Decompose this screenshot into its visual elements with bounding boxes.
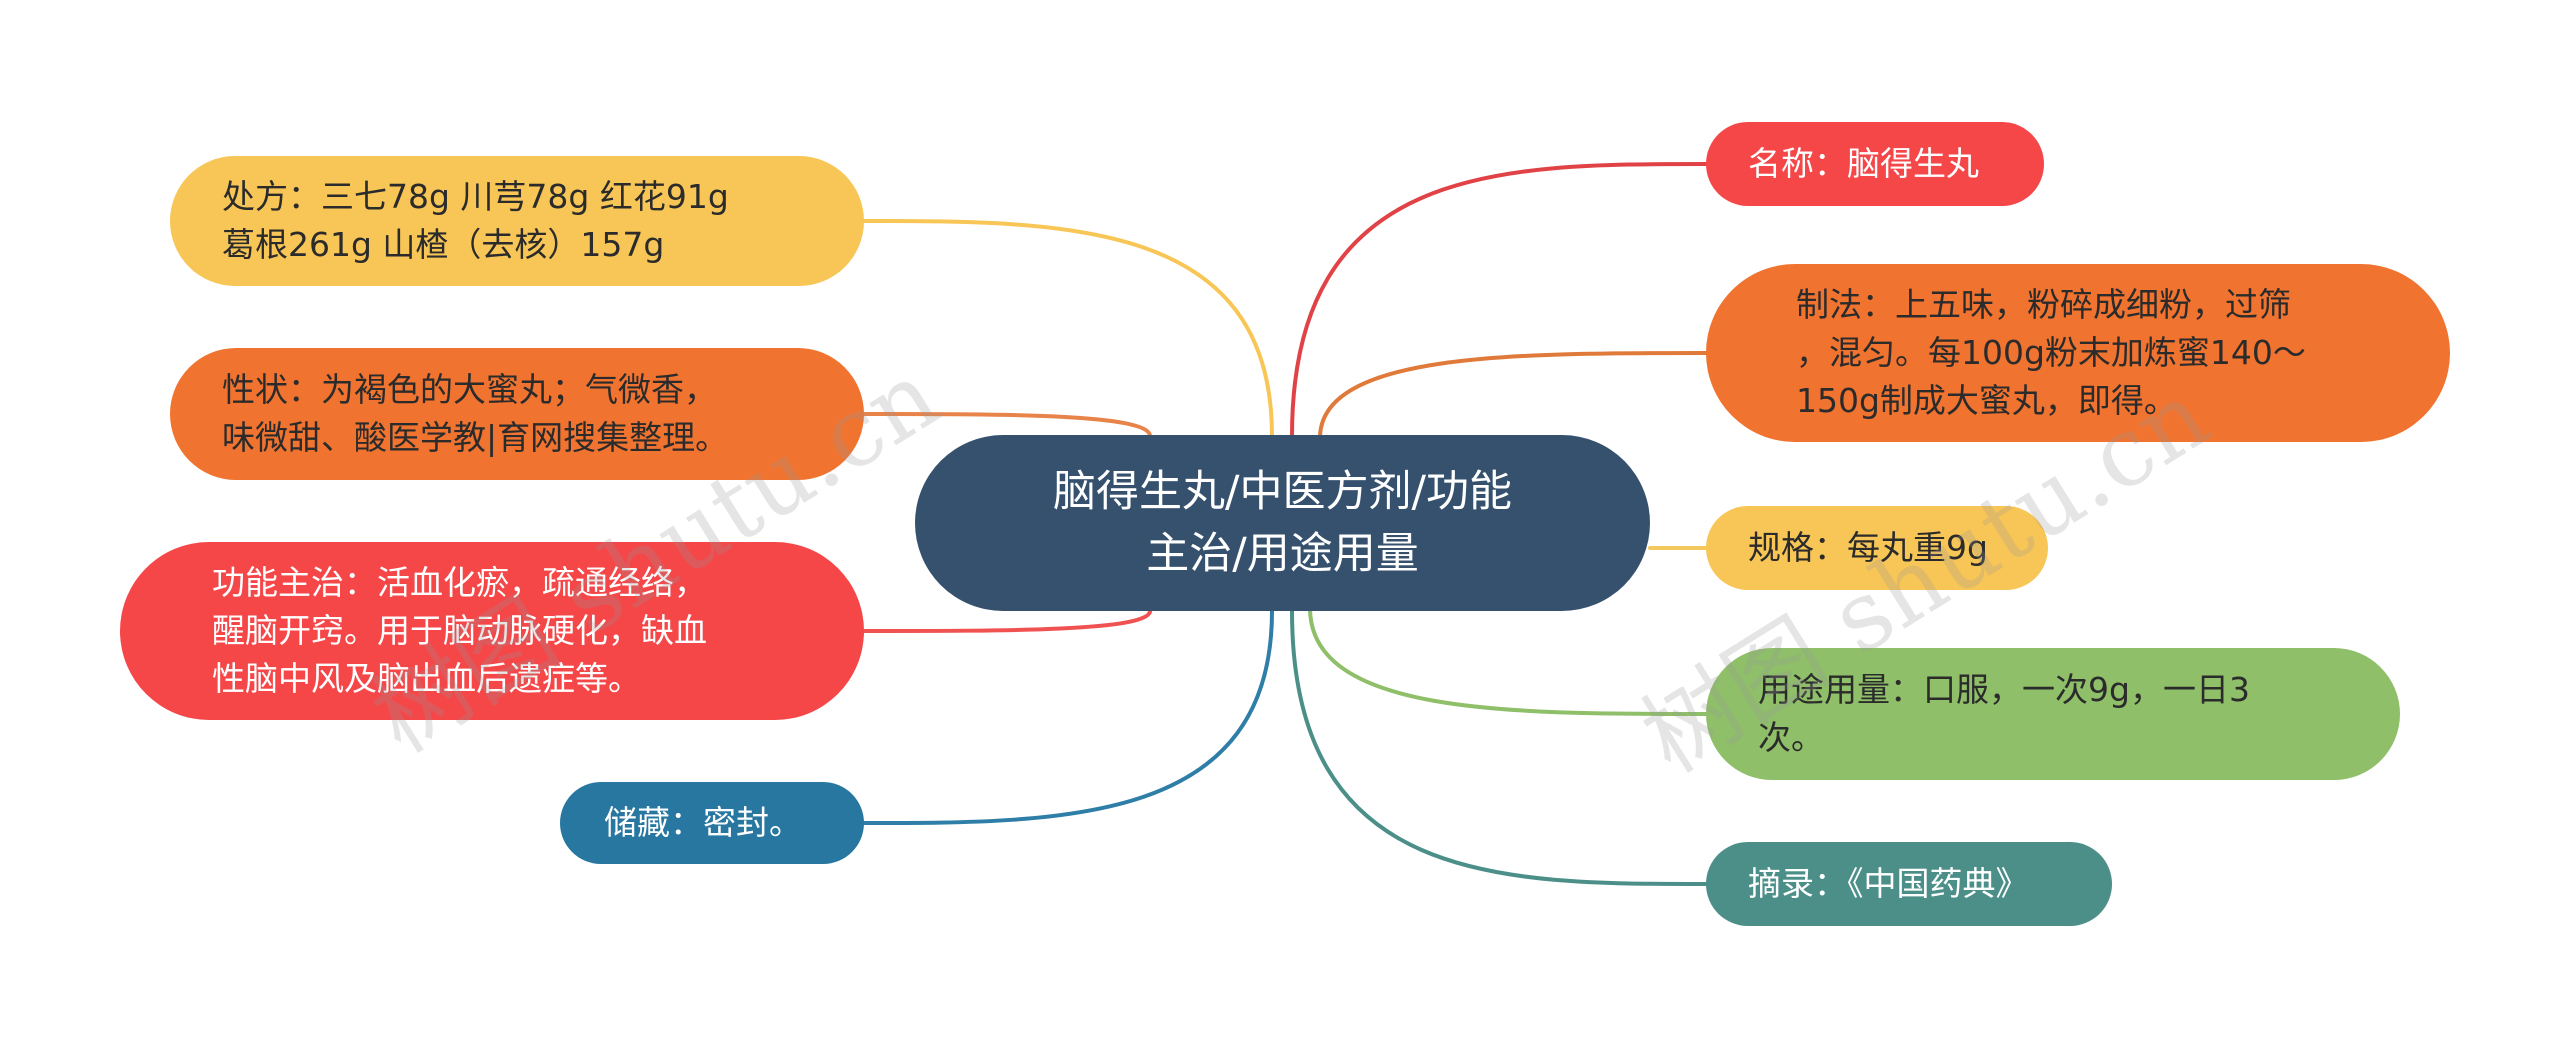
topic-properties[interactable]: 性状：为褐色的大蜜丸；气微香， 味微甜、酸医学教|育网搜集整理。 [170, 348, 864, 480]
connector-yongtu [1308, 606, 1708, 716]
topic-name[interactable]: 名称：脑得生丸 [1706, 122, 2044, 206]
connector-chufang [862, 219, 1274, 438]
topic-prescription[interactable]: 处方：三七78g 川芎78g 红花91g 葛根261g 山楂（去核）157g [170, 156, 864, 286]
topic-indications[interactable]: 功能主治：活血化瘀，疏通经络， 醒脑开窍。用于脑动脉硬化，缺血 性脑中风及脑出血… [120, 542, 864, 720]
topic-preparation-label: 制法：上五味，粉碎成细粉，过筛 ，混匀。每100g粉末加炼蜜140～ 150g制… [1796, 285, 2306, 420]
connector-zhailu [1290, 609, 1708, 886]
topic-name-label: 名称：脑得生丸 [1748, 144, 1979, 183]
topic-specification-label: 规格：每丸重9g [1748, 528, 1988, 567]
topic-storage-label: 储藏：密封。 [604, 803, 802, 842]
topic-prescription-label: 处方：三七78g 川芎78g 红花91g 葛根261g 山楂（去核）157g [222, 177, 729, 264]
topic-dosage[interactable]: 用途用量：口服，一次9g，一日3 次。 [1706, 648, 2400, 780]
connector-mingcheng [1290, 162, 1708, 438]
central-topic-label: 脑得生丸/中医方剂/功能 主治/用途用量 [1053, 467, 1512, 579]
connector-chucang [862, 609, 1274, 825]
topic-source[interactable]: 摘录：《中国药典》 [1706, 842, 2112, 926]
topic-specification[interactable]: 规格：每丸重9g [1706, 506, 2048, 590]
topic-indications-label: 功能主治：活血化瘀，疏通经络， 醒脑开窍。用于脑动脉硬化，缺血 性脑中风及脑出血… [212, 563, 707, 698]
topic-storage[interactable]: 储藏：密封。 [560, 782, 864, 864]
connector-gongneng [862, 609, 1152, 633]
topic-dosage-label: 用途用量：口服，一次9g，一日3 次。 [1758, 670, 2250, 757]
connector-xingzhuang [862, 412, 1152, 438]
topic-properties-label: 性状：为褐色的大蜜丸；气微香， 味微甜、酸医学教|育网搜集整理。 [222, 370, 729, 457]
topic-source-label: 摘录：《中国药典》 [1748, 864, 2029, 903]
central-topic[interactable]: 脑得生丸/中医方剂/功能 主治/用途用量 [915, 435, 1650, 611]
connector-zhifa [1318, 351, 1708, 440]
topic-preparation[interactable]: 制法：上五味，粉碎成细粉，过筛 ，混匀。每100g粉末加炼蜜140～ 150g制… [1706, 264, 2450, 442]
